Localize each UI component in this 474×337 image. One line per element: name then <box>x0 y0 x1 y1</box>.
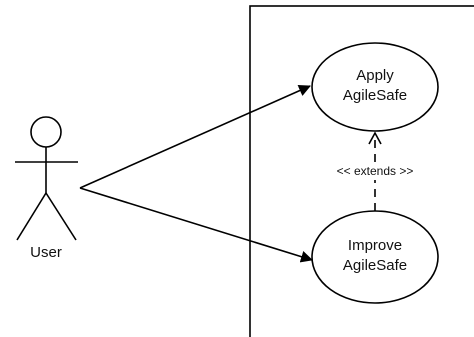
use-case-improve-agilesafe: Improve AgileSafe <box>311 210 439 304</box>
use-case-improve-line-1: Improve <box>348 237 402 254</box>
actor-head <box>30 116 62 148</box>
actor-right-leg <box>45 192 77 241</box>
use-case-apply-line-2: AgileSafe <box>343 87 407 104</box>
use-case-improve-line-2: AgileSafe <box>343 257 407 274</box>
actor-label: User <box>30 244 62 261</box>
use-case-apply-line-1: Apply <box>356 67 394 84</box>
use-case-apply-agilesafe: Apply AgileSafe <box>311 42 439 132</box>
system-boundary <box>249 5 474 337</box>
association-user-apply <box>79 84 311 189</box>
extends-label: << extends >> <box>337 164 414 178</box>
actor-left-leg <box>16 192 47 241</box>
use-case-apply-ellipse <box>311 42 439 132</box>
actor-user <box>15 116 78 241</box>
association-user-improve <box>79 187 313 263</box>
